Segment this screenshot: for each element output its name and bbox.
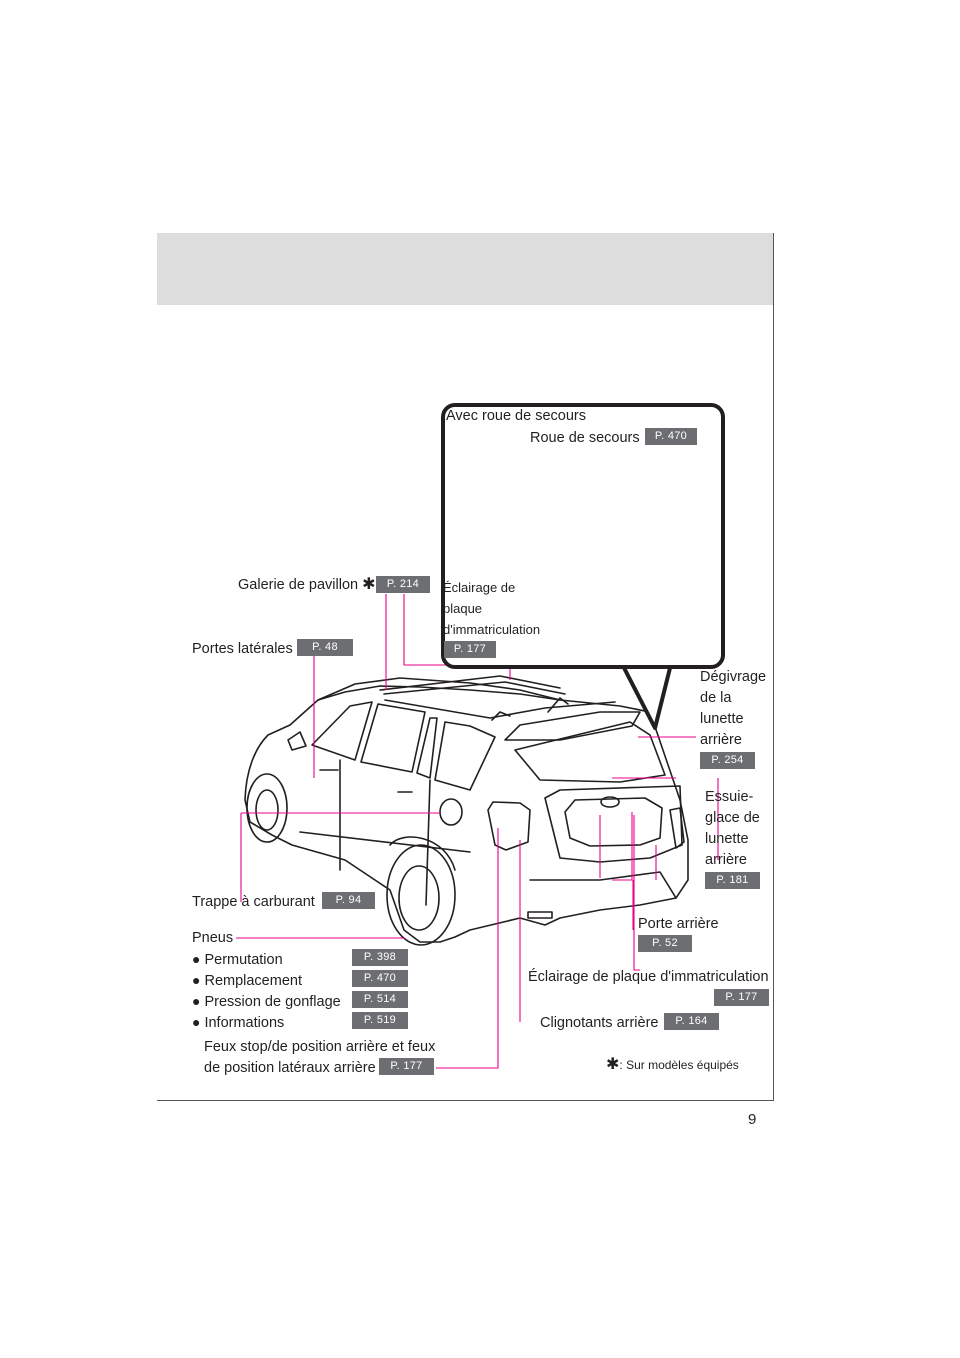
callout-plate-light-ref[interactable]: P. 177 bbox=[444, 641, 496, 658]
back-door-ref[interactable]: P. 52 bbox=[638, 935, 692, 952]
plate-light-label: Éclairage de plaque d'immatriculation bbox=[528, 969, 769, 985]
tires-item-4: ●Informations bbox=[192, 1013, 284, 1032]
roof-rack-ref[interactable]: P. 214 bbox=[376, 576, 430, 593]
rear-wiper-line4: arrière bbox=[705, 852, 747, 868]
rear-turn-ref[interactable]: P. 164 bbox=[664, 1013, 719, 1030]
rear-defogger-line2: de la bbox=[700, 690, 732, 706]
footnote-text: : Sur modèles équipés bbox=[619, 1058, 739, 1072]
rear-defogger-label: Dégivrage de la lunette arrière bbox=[700, 667, 766, 751]
tires-item-4-ref[interactable]: P. 519 bbox=[352, 1012, 408, 1029]
tires-item-1-ref[interactable]: P. 398 bbox=[352, 949, 408, 966]
rear-defogger-line4: arrière bbox=[700, 732, 742, 748]
spare-wheel-callout bbox=[441, 403, 725, 669]
tires-item-3: ●Pression de gonflage bbox=[192, 992, 341, 1011]
roof-rack-label: Galerie de pavillon ✱ bbox=[238, 576, 376, 594]
stop-lights-line2: de position latéraux arrière bbox=[204, 1060, 376, 1076]
callout-plate-light-line3: d'immatriculation bbox=[443, 622, 541, 637]
tires-item-1-label: Permutation bbox=[204, 952, 283, 968]
spare-wheel-ref[interactable]: P. 470 bbox=[645, 428, 697, 445]
rear-wiper-line2: glace de bbox=[705, 810, 760, 826]
rear-wiper-line3: lunette bbox=[705, 831, 749, 847]
side-doors-ref[interactable]: P. 48 bbox=[297, 639, 353, 656]
tires-item-3-label: Pression de gonflage bbox=[204, 994, 341, 1010]
equipped-star-icon: ✱ bbox=[362, 576, 376, 593]
spare-wheel-label: Roue de secours bbox=[530, 430, 640, 446]
callout-plate-light-line1: Éclairage de bbox=[443, 580, 516, 595]
rear-wiper-ref[interactable]: P. 181 bbox=[705, 872, 760, 889]
fuel-door-label: Trappe à carburant bbox=[192, 894, 315, 910]
rear-wiper-line1: Essuie- bbox=[705, 789, 754, 805]
rear-wiper-label: Essuie- glace de lunette arrière bbox=[705, 787, 760, 871]
tires-item-2-ref[interactable]: P. 470 bbox=[352, 970, 408, 987]
frame-right-rule bbox=[773, 233, 774, 1101]
page-number: 9 bbox=[748, 1111, 757, 1128]
plate-light-ref[interactable]: P. 177 bbox=[714, 989, 769, 1006]
bullet-icon: ● bbox=[192, 972, 201, 988]
rear-turn-label: Clignotants arrière bbox=[540, 1015, 659, 1031]
callout-pointer bbox=[618, 659, 674, 730]
equipped-star-icon: ✱ bbox=[606, 1056, 620, 1073]
frame-bottom-rule bbox=[157, 1100, 774, 1101]
callout-plate-light-line2: plaque bbox=[443, 601, 483, 616]
stop-lights-ref[interactable]: P. 177 bbox=[379, 1058, 434, 1075]
fuel-door-ref[interactable]: P. 94 bbox=[322, 892, 375, 909]
bullet-icon: ● bbox=[192, 1014, 201, 1030]
tires-item-4-label: Informations bbox=[204, 1015, 285, 1031]
tires-title: Pneus bbox=[192, 930, 234, 946]
side-doors-label: Portes latérales bbox=[192, 641, 293, 657]
rear-defogger-ref[interactable]: P. 254 bbox=[700, 752, 755, 769]
back-door-label: Porte arrière bbox=[638, 916, 719, 932]
roof-rack-text: Galerie de pavillon bbox=[238, 577, 359, 593]
header-band bbox=[157, 233, 774, 305]
tires-item-2-label: Remplacement bbox=[204, 973, 302, 989]
tires-item-3-ref[interactable]: P. 514 bbox=[352, 991, 408, 1008]
bullet-icon: ● bbox=[192, 993, 201, 1009]
rear-defogger-line3: lunette bbox=[700, 711, 744, 727]
footnote: ✱: Sur modèles équipés bbox=[606, 1056, 739, 1074]
tires-item-1: ●Permutation bbox=[192, 950, 283, 969]
stop-lights-line1: Feux stop/de position arrière et feux bbox=[204, 1039, 436, 1055]
callout-title: Avec roue de secours bbox=[446, 408, 586, 424]
bullet-icon: ● bbox=[192, 951, 201, 967]
rear-defogger-line1: Dégivrage bbox=[700, 669, 767, 685]
tires-item-2: ●Remplacement bbox=[192, 971, 302, 990]
